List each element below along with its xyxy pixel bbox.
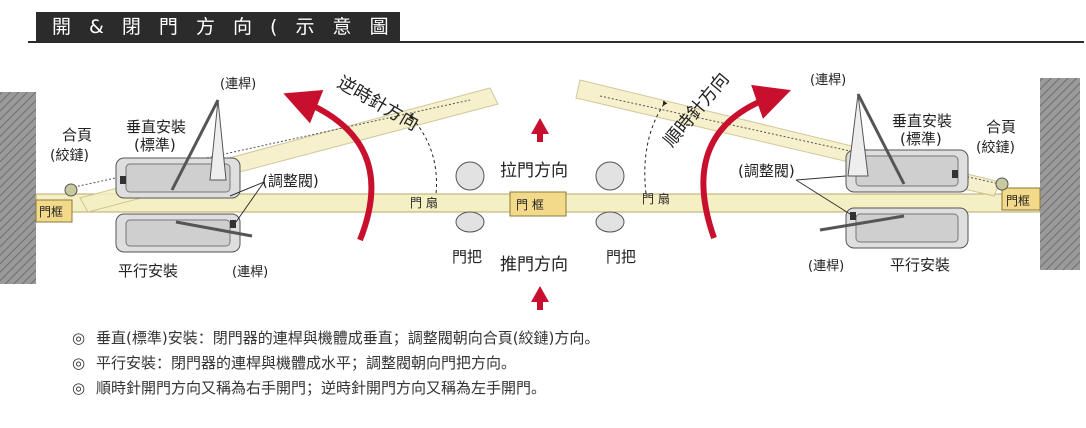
right-handle-label: 門把 xyxy=(606,248,636,266)
right-handle-bottom-icon xyxy=(595,211,625,233)
right-adjust-valve-label: (調整閥) xyxy=(738,162,795,180)
left-adjust-valve-label: (調整閥) xyxy=(262,172,319,190)
push-arrow-stem xyxy=(537,301,543,310)
note-text: 平行安裝：閉門器的連桿與機體成水平；調整閥朝向門把方向。 xyxy=(96,354,517,372)
right-hinge-note-label: (絞鏈) xyxy=(976,140,1015,156)
left-valve-leader-1 xyxy=(229,181,265,197)
note-bullet-icon: ◎ xyxy=(72,329,86,347)
ccw-arrow xyxy=(283,89,375,242)
page-title: 開 & 閉 門 方 向 ( 示 意 圖 ) xyxy=(36,12,400,68)
left-handle-bottom-icon xyxy=(455,211,485,233)
right-vertical-install-label: 垂直安裝 xyxy=(892,112,952,130)
push-arrow xyxy=(531,286,549,302)
right-standard-label: (標準) xyxy=(900,130,942,148)
right-handle-top-icon xyxy=(595,161,625,191)
right-wall xyxy=(1040,78,1080,270)
left-standard-label: (標準) xyxy=(134,136,176,154)
left-hinge-label: 合頁 xyxy=(62,126,92,144)
left-vertical-arm xyxy=(209,99,227,181)
right-parallel-linkage xyxy=(819,214,905,232)
note-bullet-icon: ◎ xyxy=(72,354,86,372)
left-parallel-install-label: 平行安裝 xyxy=(118,262,178,280)
left-adjust-valve-top xyxy=(120,176,126,184)
left-handle-label: 門把 xyxy=(452,248,482,266)
left-leaf-label: 門 扇 xyxy=(410,195,438,210)
left-handle-top-icon xyxy=(455,161,485,191)
center-frame-label: 門 框 xyxy=(516,198,544,212)
right-hinge-icon xyxy=(995,177,1009,191)
right-vertical-closer-inner xyxy=(855,155,959,187)
right-hinge-label: 合頁 xyxy=(986,118,1016,136)
right-parallel-install-label: 平行安裝 xyxy=(890,256,950,274)
right-adjust-valve-bottom xyxy=(850,212,856,220)
title-underline xyxy=(28,41,1084,43)
left-frame-label: 門框 xyxy=(39,205,63,219)
left-vertical-install-label: 垂直安裝 xyxy=(126,118,186,136)
left-hinge-note-label: (絞鏈) xyxy=(50,148,89,164)
note-item: ◎ 順時針開門方向又稱為右手開門；逆時針開門方向又稱為左手開門。 xyxy=(72,376,792,401)
left-linkage-bottom-label: (連桿) xyxy=(232,265,268,280)
right-leaf-label: 門 扇 xyxy=(642,191,670,206)
left-linkage-top-label: (連桿) xyxy=(220,77,256,92)
right-linkage-top-label: (連桿) xyxy=(810,73,846,88)
pull-arrow xyxy=(531,118,549,134)
cw-arrow xyxy=(700,84,792,239)
right-swing-arc xyxy=(644,100,668,195)
left-parallel-linkage xyxy=(175,220,253,238)
right-parallel-closer-inner xyxy=(855,213,959,243)
right-linkage-bottom-label: (連桿) xyxy=(808,259,844,274)
pull-arrow-stem xyxy=(537,133,543,142)
note-bullet-icon: ◎ xyxy=(72,379,86,397)
note-item: ◎ 垂直(標準)安裝：閉門器的連桿與機體成垂直；調整閥朝向合頁(絞鏈)方向。 xyxy=(72,326,792,351)
left-adjust-valve-bottom xyxy=(230,220,236,228)
left-wall xyxy=(0,92,36,284)
left-hinge-icon xyxy=(64,183,78,197)
right-frame-box xyxy=(1001,187,1041,211)
right-vertical-linkage xyxy=(856,93,906,185)
note-item: ◎ 平行安裝：閉門器的連桿與機體成水平；調整閥朝向門把方向。 xyxy=(72,351,792,376)
left-vertical-linkage xyxy=(170,99,220,191)
right-valve-leader-1 xyxy=(795,175,847,181)
center-frame-box xyxy=(509,191,567,217)
right-vertical-arm xyxy=(847,93,869,177)
notes-list: ◎ 垂直(標準)安裝：閉門器的連桿與機體成垂直；調整閥朝向合頁(絞鏈)方向。 ◎ 平… xyxy=(72,326,792,401)
left-valve-leader-2 xyxy=(235,181,265,223)
left-frame-box xyxy=(35,199,73,223)
pull-direction-label: 拉門方向 xyxy=(500,161,568,181)
right-valve-leader-2 xyxy=(795,179,851,215)
push-direction-label: 推門方向 xyxy=(500,255,568,275)
note-text: 順時針開門方向又稱為右手開門；逆時針開門方向又稱為左手開門。 xyxy=(96,379,547,397)
right-frame-label: 門框 xyxy=(1006,194,1030,208)
right-adjust-valve-top xyxy=(952,170,958,178)
note-text: 垂直(標準)安裝：閉門器的連桿與機體成垂直；調整閥朝向合頁(絞鏈)方向。 xyxy=(96,329,600,347)
left-parallel-closer-inner xyxy=(125,219,231,247)
left-swing-arc xyxy=(408,114,437,195)
